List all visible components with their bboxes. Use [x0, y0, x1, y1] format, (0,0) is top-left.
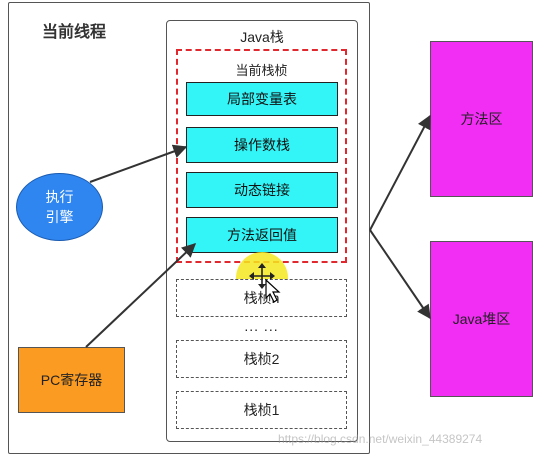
return-value: 方法返回值: [186, 217, 338, 253]
stack-frame-ellipsis: ... ...: [244, 318, 279, 334]
stack-to-method-area-arrow: [369, 114, 431, 231]
stack-frame-2: 栈桢2: [176, 340, 347, 378]
pc-register-to-return-value-arrow: [85, 243, 197, 348]
dynamic-linking: 动态链接: [186, 172, 338, 208]
method-area: 方法区: [430, 41, 533, 197]
execution-engine: 执行 引擎: [16, 173, 103, 241]
local-variable-table: 局部变量表: [186, 82, 338, 116]
operand-stack: 操作数栈: [186, 127, 338, 163]
stack-frame-1: 栈桢1: [176, 391, 347, 429]
java-stack-title: Java栈: [240, 29, 284, 45]
execution-engine-label-line2: 引擎: [45, 209, 74, 225]
engine-to-operand-stack-arrow: [89, 144, 188, 183]
current-frame-title: 当前栈桢: [235, 63, 288, 78]
execution-engine-label-line1: 执行: [45, 189, 74, 205]
move-cursor-icon: [249, 263, 281, 303]
stack-to-heap-arrow: [369, 229, 431, 320]
source-watermark: https://blog.csdn.net/weixin_44389274: [278, 432, 483, 446]
pc-register: PC寄存器: [18, 347, 125, 413]
current-thread-title: 当前线程: [42, 24, 107, 41]
java-heap: Java堆区: [430, 241, 533, 397]
